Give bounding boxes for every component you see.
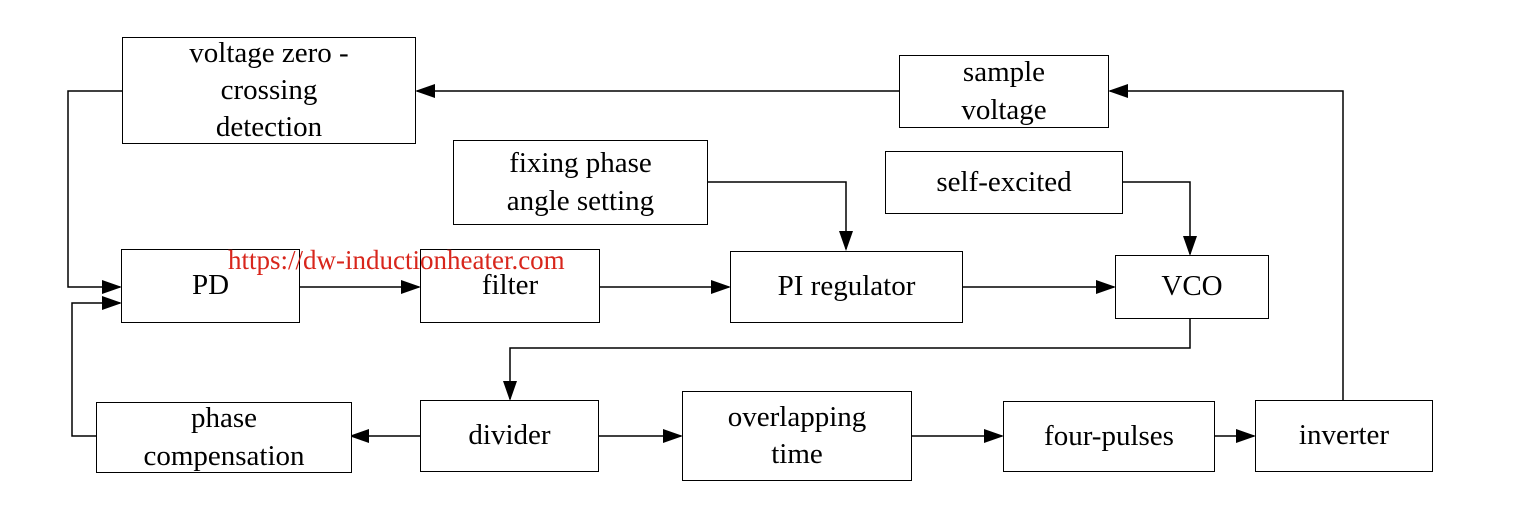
block-filter: filter (420, 249, 600, 323)
arrow-zero-crossing-to-pd (67, 90, 122, 294)
block-self-excited: self-excited (885, 151, 1123, 214)
arrow-inverter-to-sample (1108, 84, 1344, 400)
arrow-fixing-to-pi (707, 181, 853, 251)
block-divider: divider (420, 400, 599, 472)
block-pd: PD (121, 249, 300, 323)
watermark-url: https://dw-inductionheater.com (228, 245, 565, 275)
block-four-pulses: four-pulses (1003, 401, 1215, 472)
block-pi-regulator: PI regulator (730, 251, 963, 323)
arrow-self-excited-to-vco (1122, 181, 1197, 256)
arrow-phase-comp-to-pd (71, 296, 122, 437)
block-inverter: inverter (1255, 400, 1433, 472)
block-vco: VCO (1115, 255, 1269, 319)
arrow-vco-to-divider (503, 318, 1191, 401)
